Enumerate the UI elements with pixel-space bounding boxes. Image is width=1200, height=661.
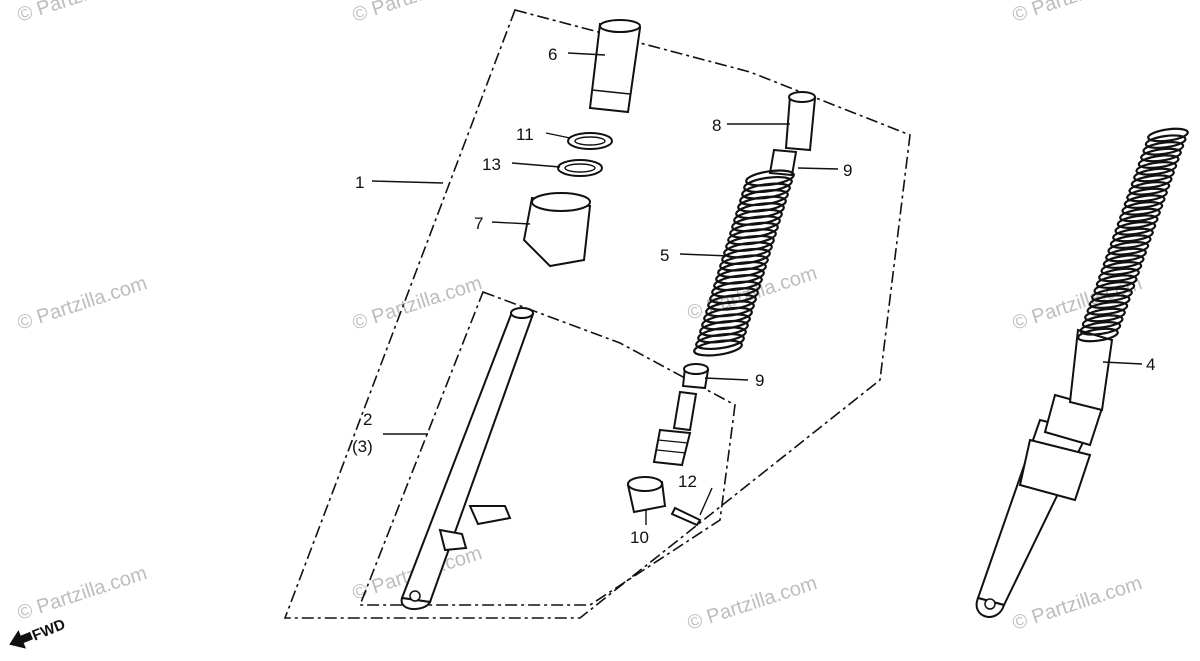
spring-coil (1144, 134, 1187, 149)
spring-coil (1102, 254, 1145, 269)
callout-7: 7 (474, 214, 483, 233)
spring-coil (1084, 307, 1126, 323)
spring-coil (1091, 287, 1133, 303)
spring-coil (1079, 321, 1122, 336)
spring-coil (1128, 181, 1171, 196)
spring-coil (1121, 201, 1164, 216)
watermark: © Partzilla.com (15, 0, 150, 27)
part-10-nut (626, 476, 667, 514)
spring-coil (1077, 327, 1119, 343)
part-4-fork-assembly (975, 127, 1189, 618)
spring-coil (1133, 167, 1175, 183)
spring-coil (1086, 301, 1129, 316)
leader-lines (371, 52, 1143, 525)
spring-coil (1147, 127, 1189, 143)
callout-3: (3) (352, 437, 373, 456)
assembly-boundary-outer (283, 9, 911, 619)
spring-coil (1116, 214, 1159, 229)
watermark: © Partzilla.com (1010, 572, 1145, 635)
part-7-dust-seal (522, 192, 592, 268)
spring-coil (1109, 234, 1152, 249)
spring-coil (1112, 227, 1154, 243)
spring-coil (695, 332, 745, 351)
spring-coil (1081, 314, 1124, 329)
assembly-boundary-inner (358, 290, 736, 606)
watermark: © Partzilla.com (350, 0, 485, 27)
callout-4: 4 (1146, 355, 1155, 374)
callout-13: 13 (482, 155, 501, 174)
arrow-left-icon (9, 630, 33, 649)
part-6-fork-cap (588, 19, 642, 114)
callout-8: 8 (712, 116, 721, 135)
spring-coil (1137, 154, 1180, 169)
part-9-spring-seat-lower (681, 363, 710, 390)
callout-9-upper: 9 (843, 161, 852, 180)
watermark: © Partzilla.com (350, 272, 485, 335)
callouts: 6 11 13 7 1 8 9 5 9 2 (3) 4 10 12 (352, 45, 1155, 547)
spring-coil (1123, 194, 1166, 209)
watermark: © Partzilla.com (15, 562, 150, 625)
spring-coil (1093, 281, 1136, 296)
spring-coil (1119, 207, 1161, 223)
watermarks: © Partzilla.com © Partzilla.com © Partzi… (15, 0, 1145, 635)
damper-piston (652, 390, 698, 467)
spring-coil (1142, 141, 1185, 156)
spring-coil (1130, 174, 1173, 189)
callout-2: 2 (363, 410, 372, 429)
spring-coil (1135, 161, 1178, 176)
spring-coil (1126, 187, 1168, 203)
part-13-snap-ring (557, 159, 603, 177)
callout-6: 6 (548, 45, 557, 64)
part-11-ring (567, 132, 613, 150)
spring-coil (1088, 294, 1131, 309)
part-8-damper-rod (784, 91, 817, 152)
watermark: © Partzilla.com (1010, 0, 1145, 27)
part-9-spring-seat-upper (768, 148, 798, 177)
callout-10: 10 (630, 528, 649, 547)
spring-coil (1107, 241, 1150, 256)
spring-coil (1105, 247, 1147, 263)
spring-coil (1100, 261, 1143, 276)
part-5-fork-spring (693, 169, 795, 357)
spring-coil (1140, 147, 1182, 163)
callout-12: 12 (678, 472, 697, 491)
spring-coil (1098, 267, 1140, 283)
spring-coil (1114, 221, 1157, 236)
callout-5: 5 (660, 246, 669, 265)
watermark: © Partzilla.com (15, 272, 150, 335)
part-2-fork-tube (400, 307, 535, 610)
callout-1: 1 (355, 173, 364, 192)
part-12-pin (670, 506, 702, 527)
callout-11: 11 (516, 125, 534, 144)
spring-coil (693, 339, 743, 357)
callout-9-lower: 9 (755, 371, 764, 390)
watermark: © Partzilla.com (685, 572, 820, 635)
spring-coil (1095, 274, 1138, 289)
